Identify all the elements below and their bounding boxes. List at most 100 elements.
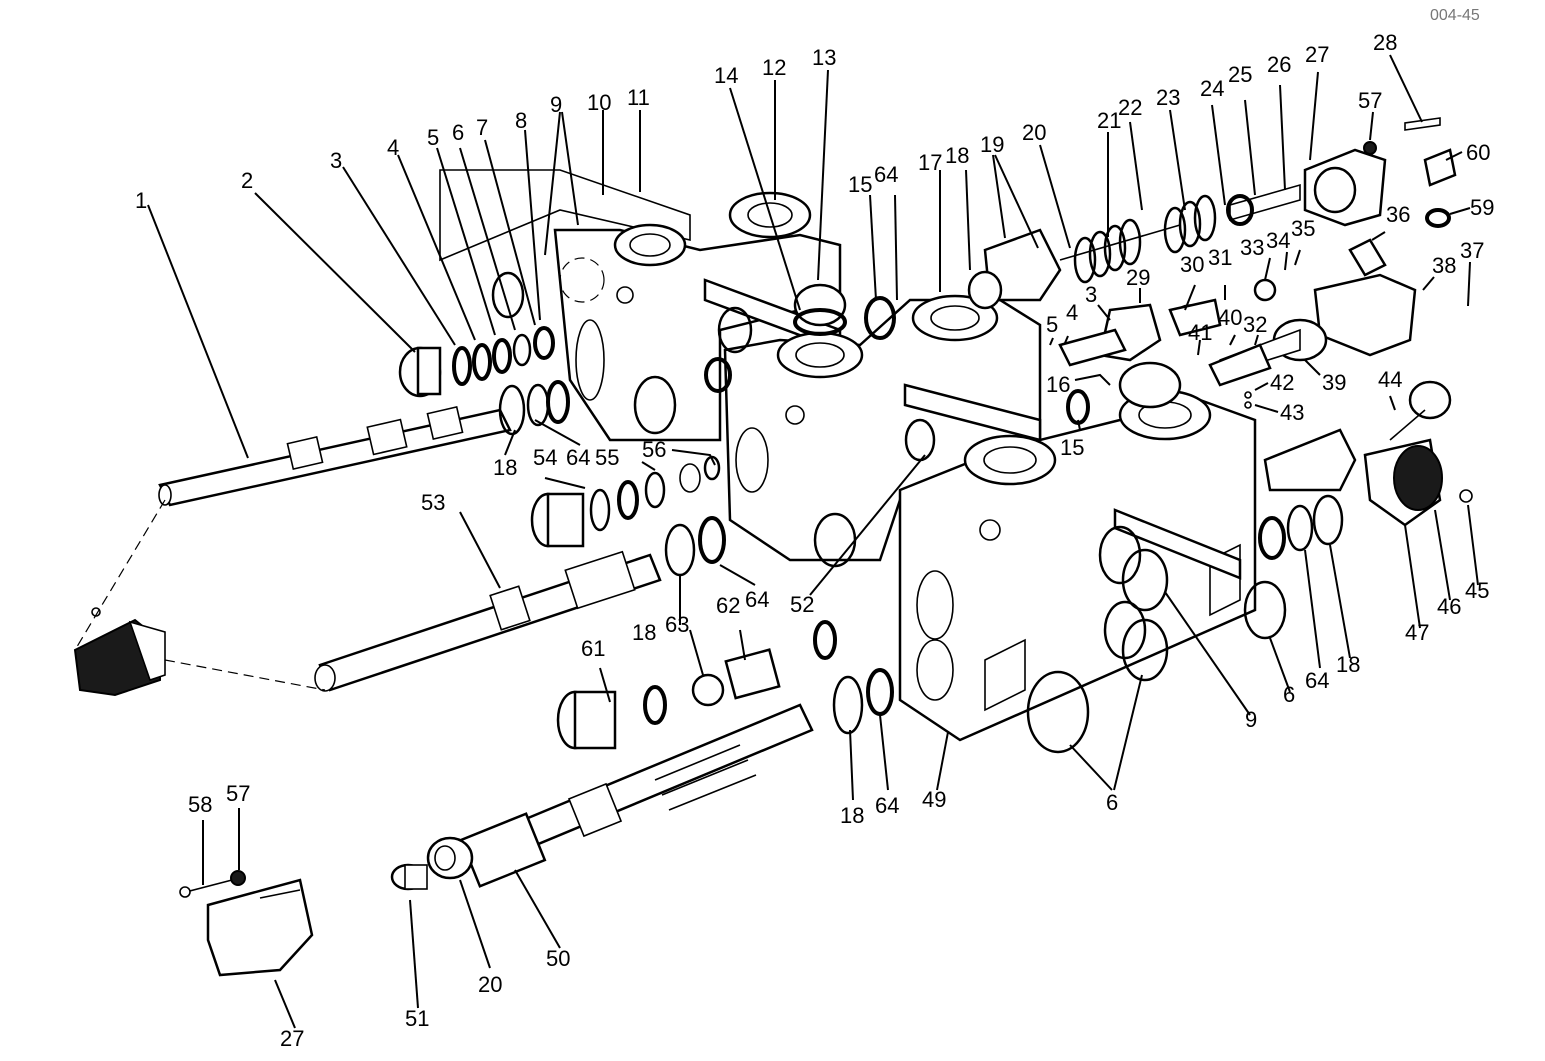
callout-14: 14 <box>714 63 738 88</box>
callout-33: 33 <box>1240 235 1264 260</box>
boot-left <box>73 499 326 697</box>
callout-27b: 27 <box>280 1026 304 1051</box>
callout-37: 37 <box>1460 238 1484 263</box>
callout-5b: 5 <box>1046 312 1058 337</box>
o-rings-front <box>1026 525 1287 754</box>
callout-23: 23 <box>1156 85 1180 110</box>
callout-11: 11 <box>627 85 650 110</box>
callout-43: 43 <box>1280 400 1304 425</box>
small-parts-40-43 <box>1168 278 1277 409</box>
callout-63: 63 <box>665 612 689 637</box>
spool-rod-53 <box>314 516 726 692</box>
callout-39: 39 <box>1322 370 1346 395</box>
callout-labels: 1 2 3 4 5 6 7 8 9 10 11 12 13 14 15 64 1… <box>135 30 1494 1051</box>
callout-15: 15 <box>848 172 872 197</box>
callout-22: 22 <box>1118 95 1142 120</box>
callout-7: 7 <box>476 115 488 140</box>
callout-10: 10 <box>587 90 611 115</box>
callout-6c: 6 <box>1106 790 1118 815</box>
callout-18e: 18 <box>1336 652 1360 677</box>
callout-34: 34 <box>1266 228 1290 253</box>
callout-40: 40 <box>1218 305 1242 330</box>
callout-18c: 18 <box>632 620 656 645</box>
callout-1: 1 <box>135 188 147 213</box>
callout-64c: 64 <box>745 587 769 612</box>
callout-49: 49 <box>922 787 946 812</box>
callout-18a: 18 <box>945 143 969 168</box>
callout-46: 46 <box>1437 594 1461 619</box>
callout-9b: 9 <box>1245 707 1257 732</box>
callout-3b: 3 <box>1085 282 1097 307</box>
callout-44: 44 <box>1378 367 1402 392</box>
spool-rod-50 <box>459 703 814 888</box>
callout-13: 13 <box>812 45 836 70</box>
callout-60: 60 <box>1466 140 1490 165</box>
spool-rod-1 <box>158 405 512 507</box>
callout-32: 32 <box>1243 312 1267 337</box>
callout-6b: 6 <box>1283 682 1295 707</box>
callout-45: 45 <box>1465 578 1489 603</box>
callout-54: 54 <box>533 445 557 470</box>
callout-50: 50 <box>546 946 570 971</box>
callout-5: 5 <box>427 125 439 150</box>
callout-9: 9 <box>550 92 562 117</box>
callout-16: 16 <box>1046 372 1070 397</box>
callout-20a: 20 <box>1022 120 1046 145</box>
callout-42: 42 <box>1270 370 1294 395</box>
right-lower-parts <box>1258 380 1473 560</box>
callout-27a: 27 <box>1305 42 1329 67</box>
right-middle-parts <box>1058 238 1417 425</box>
callout-28: 28 <box>1373 30 1397 55</box>
callout-26: 26 <box>1267 52 1291 77</box>
callout-2: 2 <box>241 168 253 193</box>
o-rings-middle <box>491 270 1003 568</box>
callout-30: 30 <box>1180 252 1204 277</box>
callout-59: 59 <box>1470 195 1494 220</box>
callout-62: 62 <box>716 593 740 618</box>
seal-9-hidden <box>559 257 605 303</box>
callout-20b: 20 <box>478 972 502 997</box>
callout-15b: 15 <box>1060 435 1084 460</box>
callout-55: 55 <box>595 445 619 470</box>
relief-valve-61 <box>556 620 894 750</box>
callout-53: 53 <box>421 490 445 515</box>
plug-54-assembly <box>530 455 721 548</box>
callout-57a: 57 <box>1358 88 1382 113</box>
seals-18-64-upper <box>498 380 570 436</box>
callout-51: 51 <box>405 1006 429 1031</box>
callout-56: 56 <box>642 437 666 462</box>
callout-6: 6 <box>452 120 464 145</box>
valve-section-front <box>898 389 1257 742</box>
callout-29: 29 <box>1126 265 1150 290</box>
callout-12: 12 <box>762 55 786 80</box>
callout-64e: 64 <box>1305 668 1329 693</box>
cover-27-bottom <box>179 870 314 977</box>
callout-64d: 64 <box>875 793 899 818</box>
callout-21: 21 <box>1097 108 1121 133</box>
parts-artwork: 004-45 <box>73 7 1480 977</box>
valve-section-middle <box>723 294 1042 562</box>
callout-3: 3 <box>330 148 342 173</box>
callout-4: 4 <box>387 135 399 160</box>
callout-58: 58 <box>188 792 212 817</box>
callout-64a: 64 <box>874 162 898 187</box>
corner-code: 004-45 <box>1430 7 1480 24</box>
right-upper-parts <box>983 117 1457 302</box>
callout-8: 8 <box>515 108 527 133</box>
callout-36: 36 <box>1386 202 1410 227</box>
callout-38: 38 <box>1432 253 1456 278</box>
callout-18b: 18 <box>493 455 517 480</box>
callout-25: 25 <box>1228 62 1252 87</box>
callout-18d: 18 <box>840 803 864 828</box>
callout-47: 47 <box>1405 620 1429 645</box>
callout-52: 52 <box>790 592 814 617</box>
callout-57b: 57 <box>226 781 250 806</box>
callout-41: 41 <box>1188 320 1212 345</box>
callout-61: 61 <box>581 636 605 661</box>
callout-17: 17 <box>918 150 942 175</box>
callout-35: 35 <box>1291 216 1315 241</box>
bushings-bottom <box>390 836 474 891</box>
callout-64b: 64 <box>566 445 590 470</box>
callout-4b: 4 <box>1066 300 1078 325</box>
